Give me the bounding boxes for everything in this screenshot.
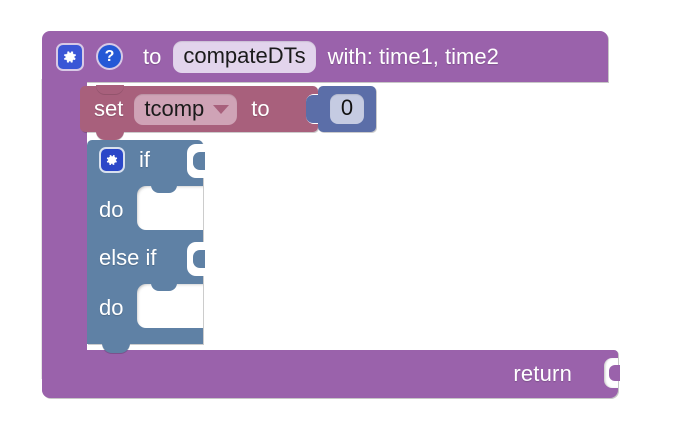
procedure-name-field[interactable]: compateDTs <box>173 40 316 73</box>
return-label: return <box>513 361 572 386</box>
if-label: if <box>139 147 150 172</box>
do-statement-socket-1[interactable] <box>137 185 203 230</box>
procedure-left-rail <box>42 79 87 379</box>
if-row[interactable]: if <box>87 140 203 180</box>
do-label-2: do <box>99 295 124 320</box>
do-statement-socket-2[interactable] <box>137 283 203 328</box>
return-value-socket[interactable] <box>604 358 620 388</box>
procedure-params-label: with: time1, time2 <box>327 43 499 69</box>
number-block-plug <box>306 95 319 123</box>
variable-name: tcomp <box>144 95 205 121</box>
chevron-down-icon <box>213 105 230 114</box>
set-variable-block[interactable]: set tcomp to <box>80 85 320 140</box>
do-row-1: do <box>87 190 203 230</box>
variable-dropdown[interactable]: tcomp <box>134 93 238 125</box>
procedure-definition-block[interactable]: ? to compateDTs with: time1, time2 retur… <box>42 31 620 400</box>
do-row-2: do <box>87 288 203 328</box>
set-to-label: to <box>251 96 270 121</box>
number-block[interactable]: 0 <box>306 86 376 132</box>
else-if-row[interactable]: else if <box>87 238 203 278</box>
to-label: to <box>143 43 162 69</box>
number-value-field[interactable]: 0 <box>329 94 365 124</box>
if-block-top-notch <box>102 140 130 149</box>
procedure-return-row[interactable]: return <box>42 350 620 398</box>
else-if-label: else if <box>99 245 157 270</box>
if-else-block[interactable]: if do else if do <box>87 140 205 353</box>
if-block-bottom-bump <box>102 343 130 353</box>
gear-icon[interactable] <box>56 42 84 71</box>
do-label-1: do <box>99 197 124 222</box>
procedure-header[interactable]: ? to compateDTs with: time1, time2 <box>42 31 608 82</box>
question-mark-icon[interactable]: ? <box>96 43 123 70</box>
gear-icon[interactable] <box>99 147 125 173</box>
else-if-condition-socket[interactable] <box>187 242 205 276</box>
if-condition-socket[interactable] <box>187 144 205 178</box>
set-label: set <box>94 96 124 121</box>
